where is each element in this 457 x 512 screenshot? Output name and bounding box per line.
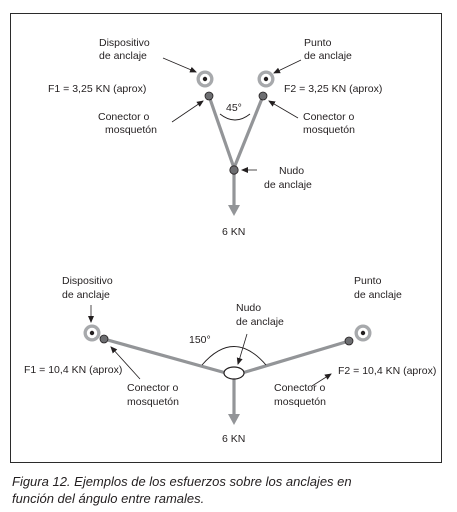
top-nudo-label-1: Nudo [279,165,304,177]
top-angle-label: 45° [226,102,242,114]
top-punto-label-2: de anclaje [304,50,352,62]
bottom-nudo-label-1: Nudo [236,302,261,314]
bottom-conector-right-pointer [311,373,332,387]
top-left-leg [207,95,236,169]
top-conector-right-label-2: mosquetón [303,124,355,136]
bottom-dispositivo-label-1: Dispositivo [62,275,113,287]
top-f1-label: F1 = 3,25 KN (aprox) [48,83,146,95]
bottom-f1-label: F1 = 10,4 KN (aprox) [24,364,122,376]
bottom-right-leg [241,339,350,375]
bottom-f2-label: F2 = 10,4 KN (aprox) [338,365,436,377]
bottom-load-arrowhead [228,414,240,425]
top-nudo-label-2: de anclaje [264,179,312,191]
bottom-right-anchor-icon [354,324,372,342]
top-angle-arc [219,113,251,121]
figure-caption: Figura 12. Ejemplos de los esfuerzos sob… [12,473,452,507]
top-conector-left-label-2: mosquetón [105,124,157,136]
top-conector-right-pointer [268,100,299,119]
top-f2-label: F2 = 3,25 KN (aprox) [284,83,382,95]
top-dispositivo-label-2: de anclaje [99,50,147,62]
bottom-conector-left-label-2: mosquetón [127,396,179,408]
top-load-label: 6 KN [222,226,245,238]
bottom-conector-left-label-1: Conector o [127,382,179,394]
bottom-punto-label-2: de anclaje [354,289,402,301]
figure-frame [10,13,442,463]
bottom-diagram: Dispositivo de anclaje Punto de anclaje … [24,275,436,445]
top-left-anchor-icon [196,70,214,88]
bottom-load-label: 6 KN [222,433,245,445]
bottom-conector-right-label-2: mosquetón [274,396,326,408]
bottom-nudo-label-2: de anclaje [236,316,284,328]
top-conector-left-label-1: Conector o [98,111,150,123]
bottom-knot [223,366,245,380]
bottom-nudo-pointer [236,333,248,365]
top-right-anchor-icon [257,70,275,88]
top-punto-pointer [273,59,302,74]
bottom-dispositivo-label-2: de anclaje [62,289,110,301]
bottom-right-connector [344,336,354,346]
bottom-conector-left-pointer [110,346,141,380]
top-punto-label-1: Punto [304,37,332,49]
top-left-connector [204,91,214,101]
top-dispositivo-label-1: Dispositivo [99,37,150,49]
top-dispositivo-pointer [162,57,197,73]
caption-line-1: Figura 12. Ejemplos de los esfuerzos sob… [12,474,352,489]
top-right-leg [232,95,265,169]
bottom-left-connector [99,334,109,344]
bottom-angle-label: 150° [189,334,211,346]
bottom-conector-right-label-1: Conector o [274,382,326,394]
caption-line-2: función del ángulo entre ramales. [12,491,205,506]
bottom-left-leg [103,337,227,375]
top-load-arrowhead [228,205,240,216]
top-knot [229,165,239,175]
bottom-angle-arc [201,346,267,366]
top-conector-left-pointer [171,100,204,123]
top-right-connector [258,91,268,101]
top-diagram: Dispositivo de anclaje Punto de anclaje … [48,37,382,238]
bottom-punto-label-1: Punto [354,275,382,287]
top-conector-right-label-1: Conector o [303,111,355,123]
bottom-left-anchor-icon [83,324,101,342]
